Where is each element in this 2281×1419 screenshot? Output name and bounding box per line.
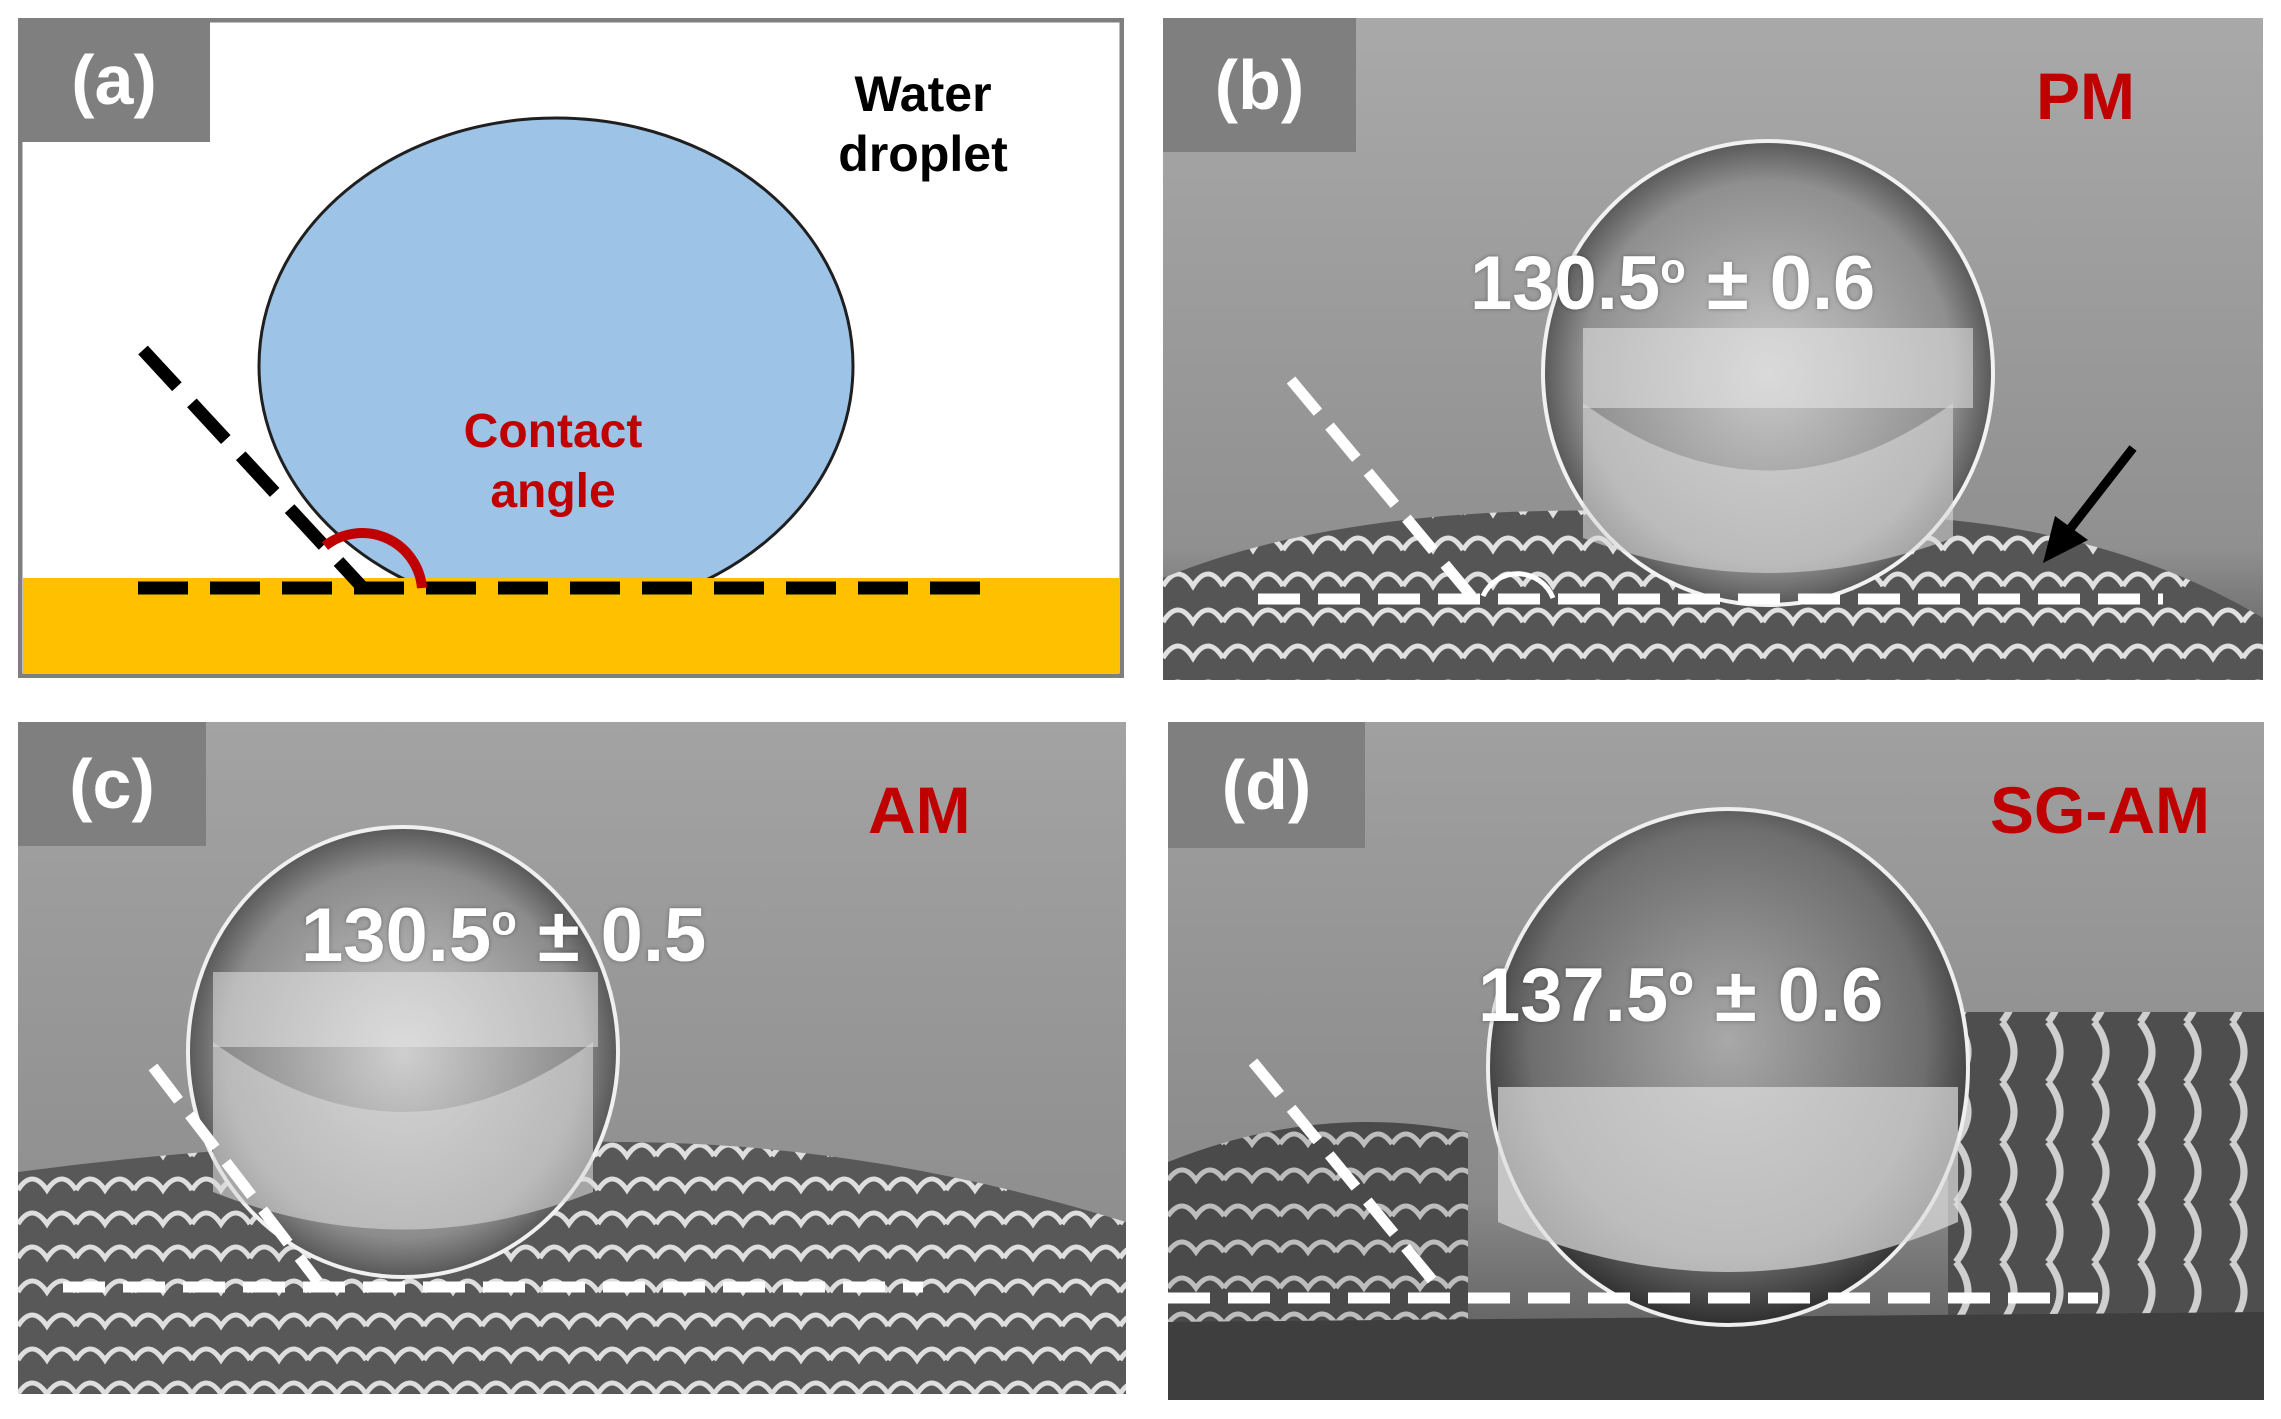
panel-b-photo: (b) PM 130.5o ± 0.6 [1163, 18, 2263, 680]
panel-a-drawing [18, 18, 1124, 678]
panel-b-droplet-lower-highlight [1583, 403, 1953, 573]
panel-b-arrow-head [2043, 516, 2088, 563]
panel-b-sample-label: PM [2036, 59, 2135, 133]
panel-d-base [1168, 1312, 2264, 1400]
panel-c-photo: (c) AM 130.5o ± 0.5 [18, 722, 1126, 1394]
panel-c-tangent [148, 1063, 323, 1286]
panel-d-contact-angle: 137.5o ± 0.6 [1478, 952, 1883, 1039]
water-droplet-label: Water droplet [838, 66, 1008, 182]
panel-d-tangent [1248, 1058, 1443, 1291]
panel-b-angle-error: ± 0.6 [1706, 241, 1876, 326]
panel-b-angle-arc [1480, 571, 1556, 599]
panel-c-angle-value: 130.5 [301, 893, 492, 978]
panel-d-sample-label: SG-AM [1990, 773, 2210, 847]
panel-d-droplet-lower-highlight [1498, 1087, 1958, 1272]
panel-b-angle-value: 130.5 [1470, 241, 1661, 326]
panel-a-schematic: (a) Water droplet Contact angle [18, 18, 1124, 678]
contact-angle-label: Contact angle [463, 405, 643, 518]
panel-c-drawing [18, 722, 1126, 1394]
contact-angle-arc [321, 528, 427, 589]
panel-b-tag: (b) [1163, 18, 1356, 152]
panel-c-sample-label: AM [868, 773, 971, 847]
panel-d-photo: (d) SG-AM 137.5o ± 0.6 [1168, 722, 2264, 1400]
panel-b-tangent [1286, 376, 1478, 602]
panel-d-angle-unit: o [1668, 956, 1694, 1004]
panel-c-droplet-lower-highlight [213, 1042, 593, 1230]
panel-c-tag: (c) [18, 722, 206, 846]
panel-d-angle-value: 137.5 [1478, 953, 1669, 1038]
panel-b-angle-unit: o [1660, 244, 1686, 292]
panel-b-drawing [1163, 18, 2263, 680]
panel-c-droplet-reflection [213, 972, 598, 1047]
panel-b-contact-angle: 130.5o ± 0.6 [1470, 240, 1875, 327]
panel-c-angle-unit: o [491, 896, 517, 944]
tangent-dashed-line [138, 345, 368, 593]
panel-d-angle-error: ± 0.6 [1714, 953, 1884, 1038]
panel-b-droplet-reflection [1583, 328, 1973, 408]
panel-b-arrow-shaft [2059, 445, 2137, 541]
panel-d-tag: (d) [1168, 722, 1365, 848]
panel-a-tag: (a) [18, 18, 210, 142]
panel-c-contact-angle: 130.5o ± 0.5 [301, 892, 706, 979]
panel-c-angle-error: ± 0.5 [537, 893, 707, 978]
